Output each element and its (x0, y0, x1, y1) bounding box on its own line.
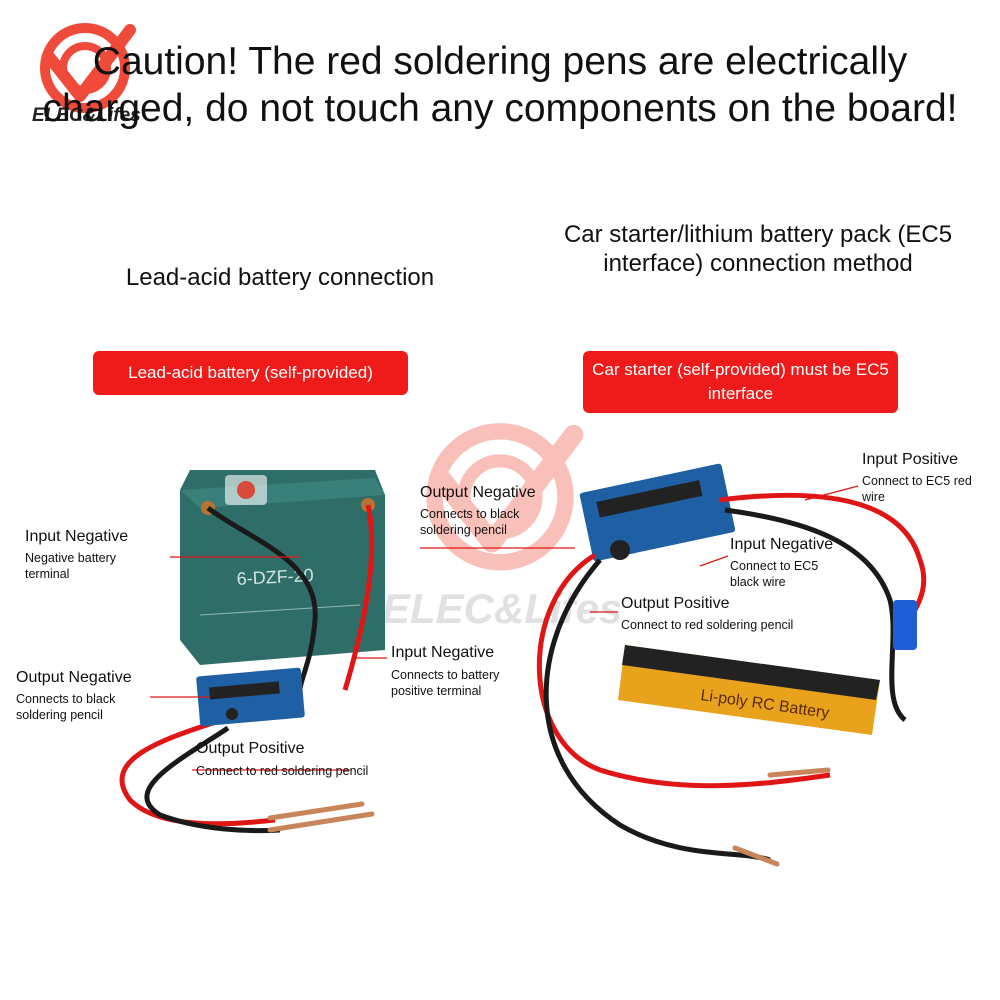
right-heading: Car starter/lithium battery pack (EC5 in… (563, 221, 953, 277)
right-pcb-board (579, 463, 736, 562)
left-label-input-negative-2-desc: Connects to battery positive terminal (391, 668, 500, 698)
right-label-output-negative-title: Output Negative (420, 484, 536, 501)
left-red-box: Lead-acid battery (self-provided) (93, 351, 408, 395)
right-label-input-negative-title: Input Negative (730, 536, 834, 553)
brand-logo (30, 18, 140, 128)
lead-acid-battery (180, 470, 385, 665)
watermark-logo-icon (426, 423, 584, 571)
left-label-output-negative-title: Output Negative (16, 669, 132, 686)
watermark-logo (410, 415, 590, 595)
left-label-output-negative-desc: Connects to black soldering pencil (16, 692, 116, 722)
right-label-output-positive-desc: Connect to red soldering pencil (621, 618, 794, 632)
left-pcb-board (196, 667, 305, 727)
right-label-output-negative-desc: Connects to black soldering pencil (420, 507, 520, 537)
left-label-output-positive-desc: Connect to red soldering pencil (196, 764, 369, 778)
right-label-input-positive-title: Input Positive (862, 451, 959, 468)
right-label-input-positive-desc: Connect to EC5 red wire (862, 474, 972, 504)
watermark-text: ELEC&Lifes (382, 585, 623, 632)
lipo-battery (618, 645, 880, 735)
right-label-input-negative-desc: Connect to EC5 black wire (730, 559, 819, 589)
caution-warning: Caution! The red soldering pens are elec… (42, 40, 958, 130)
right-label-output-positive-title: Output Positive (621, 595, 730, 612)
ec5-connector (893, 600, 917, 650)
left-label-output-positive-title: Output Positive (196, 740, 305, 757)
right-red-box: Car starter (self-provided) must be EC5 … (583, 351, 898, 413)
left-heading: Lead-acid battery connection (125, 264, 435, 291)
brand-logo-text: ELEC&Lifes (32, 105, 141, 126)
left-label-input-negative-desc: Negative battery terminal (25, 551, 117, 581)
left-label-input-negative-title: Input Negative (25, 528, 129, 545)
left-label-input-negative-2-title: Input Negative (391, 644, 495, 661)
brand-logo-icon (40, 23, 136, 113)
